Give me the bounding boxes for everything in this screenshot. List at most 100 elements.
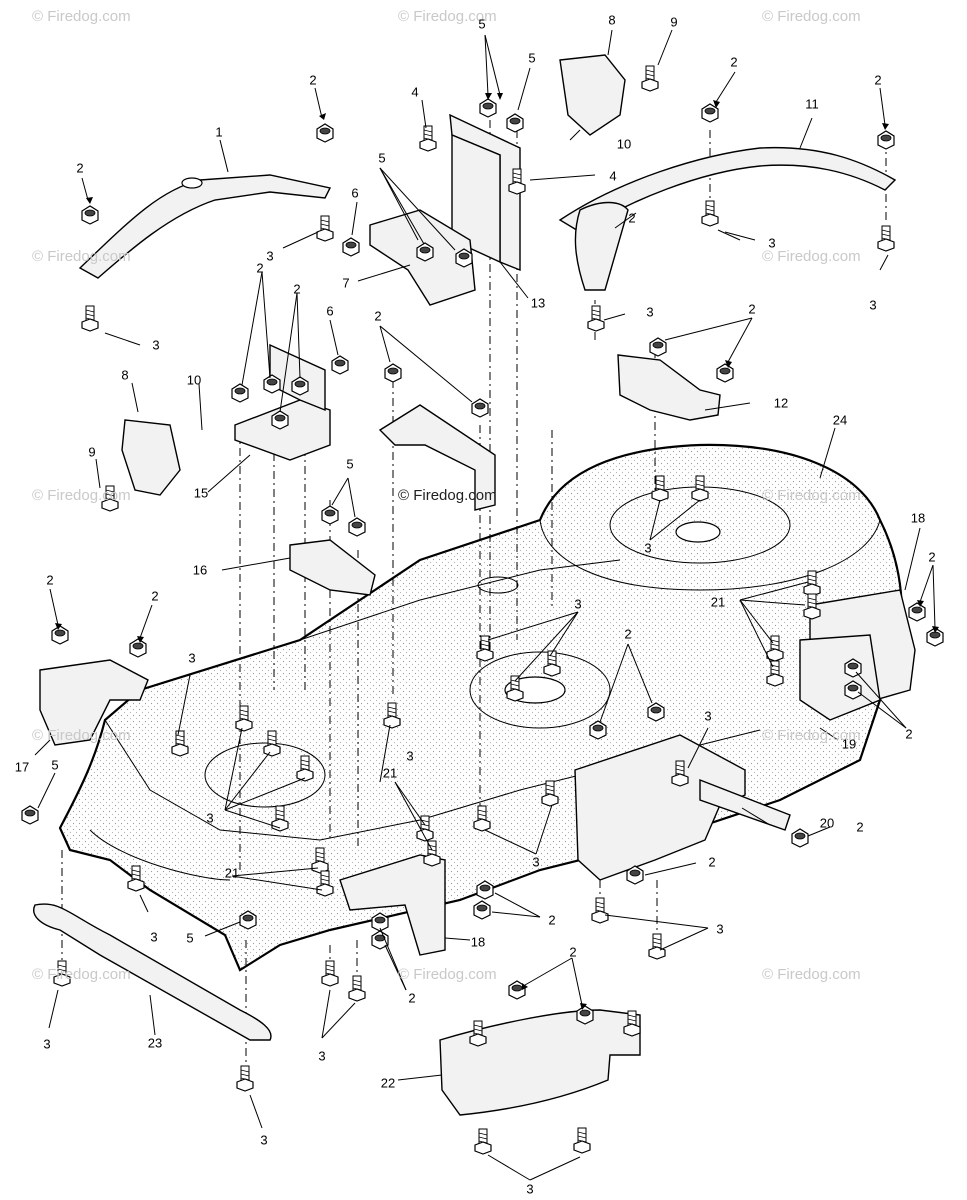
watermark-lower-right: © Firedog.com — [762, 727, 861, 744]
callout-label: 10 — [186, 372, 202, 388]
callout-label: 3 — [152, 337, 160, 353]
watermark-center-left: © Firedog.com — [32, 487, 131, 504]
callout-label: 2 — [874, 72, 882, 88]
watermark-mid-right: © Firedog.com — [762, 248, 861, 265]
callout-label: 3 — [150, 929, 158, 945]
part-23-blade — [33, 903, 272, 1041]
callout-label: 2 — [708, 854, 716, 870]
callout-label: 2 — [309, 72, 317, 88]
watermark-lower-left: © Firedog.com — [32, 727, 131, 744]
callout-label: 18 — [470, 934, 486, 950]
callout-label: 10 — [616, 136, 632, 152]
callout-label: 3 — [532, 854, 540, 870]
callout-label: 2 — [856, 819, 864, 835]
watermark-top-left: © Firedog.com — [32, 8, 131, 25]
callout-label: 2 — [151, 588, 159, 604]
part-1-baffle-arm — [78, 174, 332, 279]
callout-label: 2 — [730, 54, 738, 70]
callout-label: 21 — [224, 865, 240, 881]
watermark-mid-left: © Firedog.com — [32, 248, 131, 265]
callout-label: 5 — [346, 456, 354, 472]
mower-deck-housing — [58, 443, 903, 972]
watermark-bottom-right: © Firedog.com — [762, 966, 861, 983]
callout-label: 2 — [628, 210, 636, 226]
part-18-bottom-bracket — [339, 854, 446, 956]
callout-label: 22 — [380, 1075, 396, 1091]
callout-label: 16 — [192, 562, 208, 578]
part-22-guard — [439, 1009, 641, 1116]
callout-label: 18 — [910, 510, 926, 526]
callout-label: 2 — [374, 308, 382, 324]
callout-label: 7 — [342, 275, 350, 291]
callout-label: 5 — [186, 930, 194, 946]
callout-label: 3 — [526, 1181, 534, 1197]
callout-label: 11 — [805, 96, 819, 112]
part-19-bracket — [799, 634, 881, 721]
callout-label: 2 — [293, 281, 301, 297]
part-12-bracket — [617, 354, 721, 421]
watermark-bottom-left: © Firedog.com — [32, 966, 131, 983]
callout-label: 8 — [121, 367, 129, 383]
watermark-bottom-center: © Firedog.com — [398, 966, 497, 983]
callout-label: 3 — [206, 810, 214, 826]
callout-label: 3 — [574, 596, 582, 612]
part-17-bracket — [39, 659, 149, 746]
callout-label: 15 — [193, 485, 209, 501]
callout-label: 2 — [928, 549, 936, 565]
callout-label: 2 — [76, 160, 84, 176]
callout-label: 9 — [88, 444, 96, 460]
callout-label: 5 — [528, 50, 536, 66]
callout-label: 3 — [646, 304, 654, 320]
callout-label: 3 — [318, 1048, 326, 1064]
callout-label: 23 — [147, 1035, 163, 1051]
callout-label: 3 — [869, 297, 877, 313]
callout-label: 2 — [408, 990, 416, 1006]
callout-label: 6 — [326, 303, 334, 319]
callout-label: 21 — [710, 594, 726, 610]
callout-label: 3 — [644, 540, 652, 556]
callout-label: 5 — [378, 150, 386, 166]
callout-label: 9 — [670, 14, 678, 30]
callout-label: 2 — [46, 572, 54, 588]
part-2-curved-bracket — [574, 201, 629, 291]
callout-label: 12 — [773, 395, 789, 411]
callout-label: 4 — [411, 84, 419, 100]
watermark-center-right: © Firedog.com — [762, 487, 861, 504]
arrowheads — [55, 93, 939, 1010]
watermark-top-right: © Firedog.com — [762, 8, 861, 25]
callout-label: 2 — [569, 944, 577, 960]
callout-label: 3 — [768, 235, 776, 251]
part-16-bracket — [289, 539, 376, 596]
leader-lines — [34, 29, 936, 1181]
callout-label: 8 — [608, 12, 616, 28]
callout-label: 3 — [704, 708, 712, 724]
callout-label: 2 — [548, 912, 556, 928]
callout-label: 19 — [841, 736, 857, 752]
callout-label: 3 — [43, 1036, 51, 1052]
watermark-center: © Firedog.com — [398, 487, 497, 504]
callout-label: 4 — [609, 168, 617, 184]
callout-label: 24 — [832, 412, 848, 428]
part-20-bracket — [574, 734, 791, 881]
part-8-plate-upper — [559, 54, 626, 136]
callout-label: 13 — [530, 295, 546, 311]
callout-label: 21 — [382, 765, 398, 781]
callout-label: 5 — [478, 16, 486, 32]
callout-label: 1 — [215, 124, 223, 140]
callout-label: 3 — [260, 1132, 268, 1148]
callout-label: 2 — [748, 301, 756, 317]
callout-label: 3 — [406, 748, 414, 764]
callout-label: 20 — [819, 815, 835, 831]
part-8-plate-left — [121, 419, 181, 496]
callout-label: 17 — [14, 759, 30, 775]
watermark-top-center: © Firedog.com — [398, 8, 497, 25]
callout-label: 3 — [266, 248, 274, 264]
part-15-mount-plate — [234, 343, 331, 461]
callout-label: 2 — [624, 626, 632, 642]
callout-label: 2 — [905, 726, 913, 742]
callout-label: 5 — [51, 757, 59, 773]
center-bracket — [378, 404, 496, 511]
callout-label: 3 — [716, 921, 724, 937]
callout-label: 2 — [256, 260, 264, 276]
